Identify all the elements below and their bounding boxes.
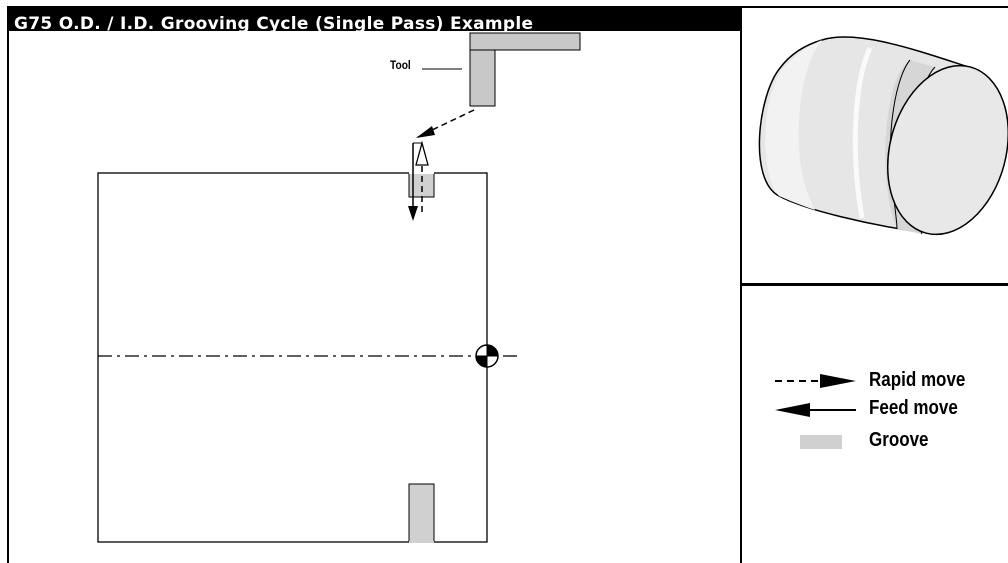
diagram-title: G75 O.D. / I.D. Grooving Cycle (Single P… <box>14 14 534 34</box>
legend-groove-label: Groove <box>869 429 929 451</box>
legend-feed-label: Feed move <box>869 397 958 419</box>
legend-groove-swatch <box>800 435 842 449</box>
bottom-groove <box>408 483 435 543</box>
workpiece-3d-illustration <box>758 36 1008 236</box>
legend-rapid-label: Rapid move <box>869 369 966 391</box>
title-bar: G75 O.D. / I.D. Grooving Cycle (Single P… <box>7 6 742 34</box>
datum-target-icon <box>475 344 499 368</box>
groove-moves <box>408 140 429 221</box>
tool-holder <box>469 32 581 51</box>
rapid-move-approach <box>416 109 475 138</box>
workpiece-outline <box>97 172 488 543</box>
legend-rapid-symbol <box>775 374 856 388</box>
legend-panel <box>740 286 1008 563</box>
tool <box>422 32 581 107</box>
legend-feed-symbol <box>775 403 856 417</box>
workpiece-illustration-panel <box>740 6 1008 286</box>
tool-label: Tool <box>390 58 411 72</box>
tool-insert <box>469 49 496 107</box>
